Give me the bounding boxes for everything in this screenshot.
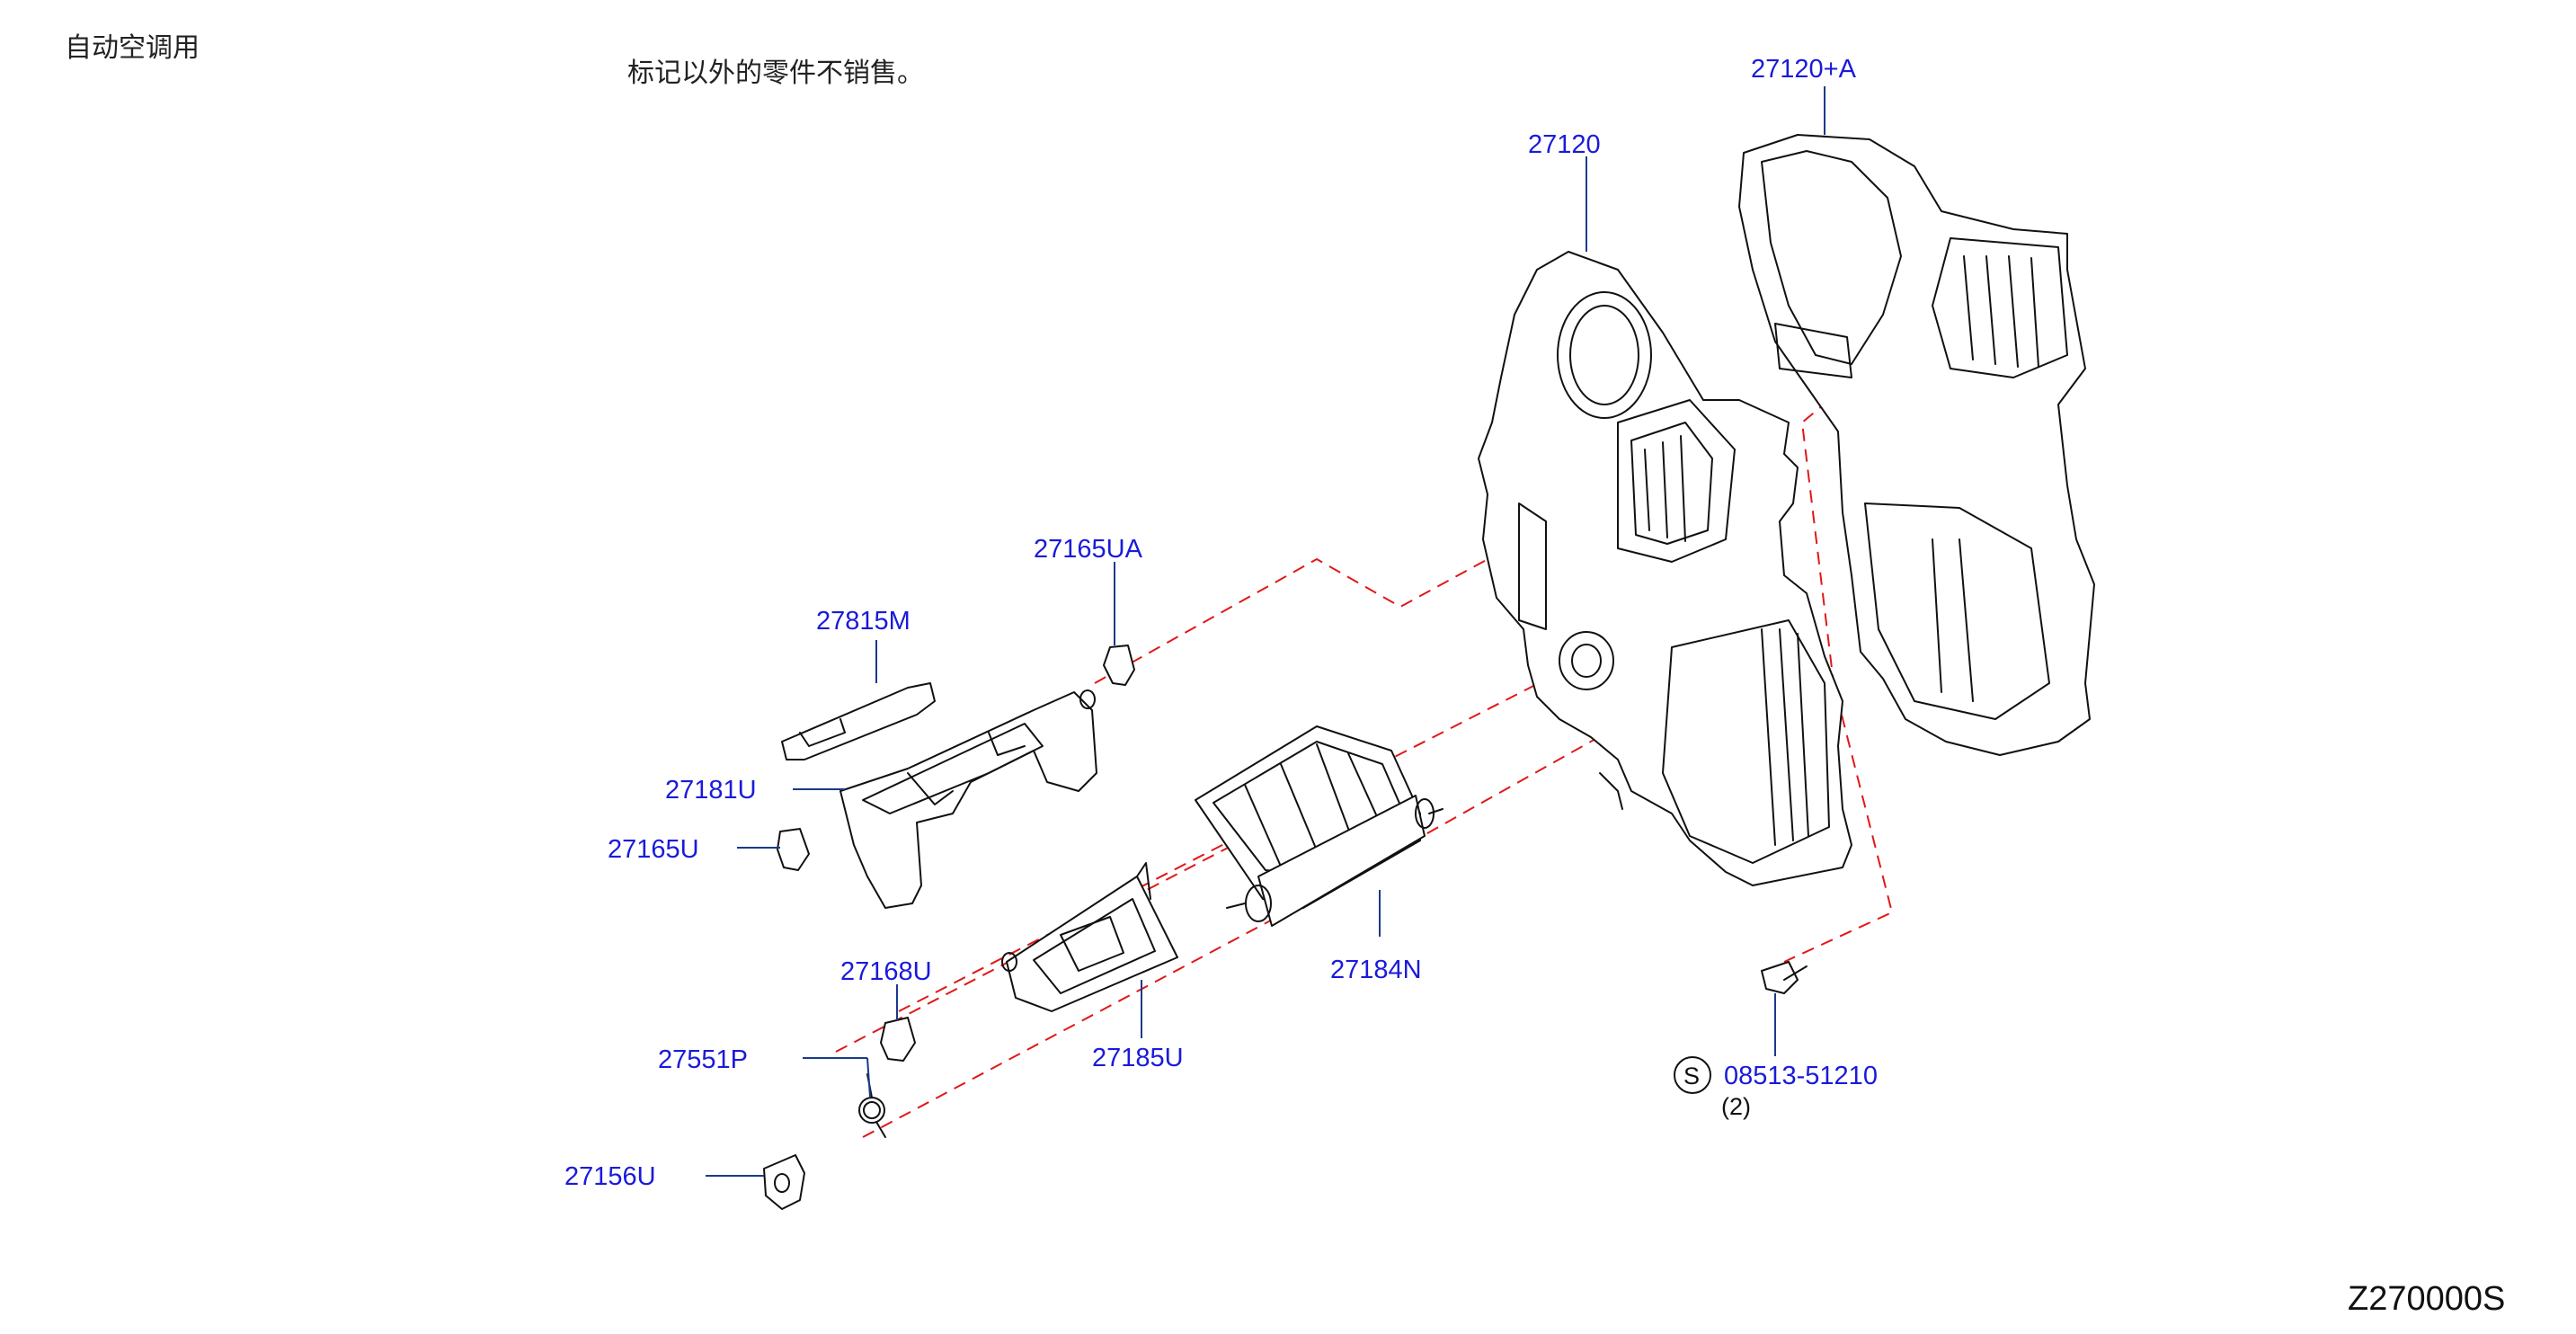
case-27185U[interactable] [1001,862,1178,1012]
clip-27165U[interactable] [777,828,810,871]
link-27168U[interactable] [880,1017,916,1062]
callout-27184N[interactable]: 27184N [1330,956,1422,984]
callout-27168U[interactable]: 27168U [840,957,932,986]
hvac-housing-27120[interactable] [1478,251,1852,886]
callout-27815M[interactable]: 27815M [816,607,910,636]
case-27181U[interactable] [839,689,1097,909]
callout-27120[interactable]: 27120 [1528,130,1601,159]
bolt-quantity: (2) [1721,1093,1751,1120]
lever-27815M[interactable] [781,682,936,760]
callout-27185U[interactable]: 27185U [1092,1044,1184,1072]
clip-27165UA[interactable] [1103,645,1135,686]
callout-27181U[interactable]: 27181U [665,776,757,805]
lever-27156U[interactable] [763,1154,805,1210]
hvac-housing-27120-A[interactable] [1738,134,2095,756]
heater-core-27184N[interactable] [1195,725,1443,927]
sale-note: 标记以外的零件不销售。 [627,58,924,89]
standard-part-mark: S [1674,1056,1711,1094]
bolt-08513-51210[interactable] [1761,961,1808,994]
page-title: 自动空调用 [65,32,200,64]
leader-lines [706,86,1825,1177]
callout-27156U[interactable]: 27156U [564,1162,656,1191]
callout-08513-51210[interactable]: 08513-51210 [1724,1062,1878,1090]
callout-27551P[interactable]: 27551P [658,1045,748,1074]
callout-27120-A[interactable]: 27120+A [1751,55,1857,84]
diagram-code: Z270000S [2348,1280,2506,1318]
callout-27165UA[interactable]: 27165UA [1034,535,1143,564]
callout-27165U[interactable]: 27165U [608,835,699,864]
standard-mark-letter: S [1683,1063,1700,1089]
